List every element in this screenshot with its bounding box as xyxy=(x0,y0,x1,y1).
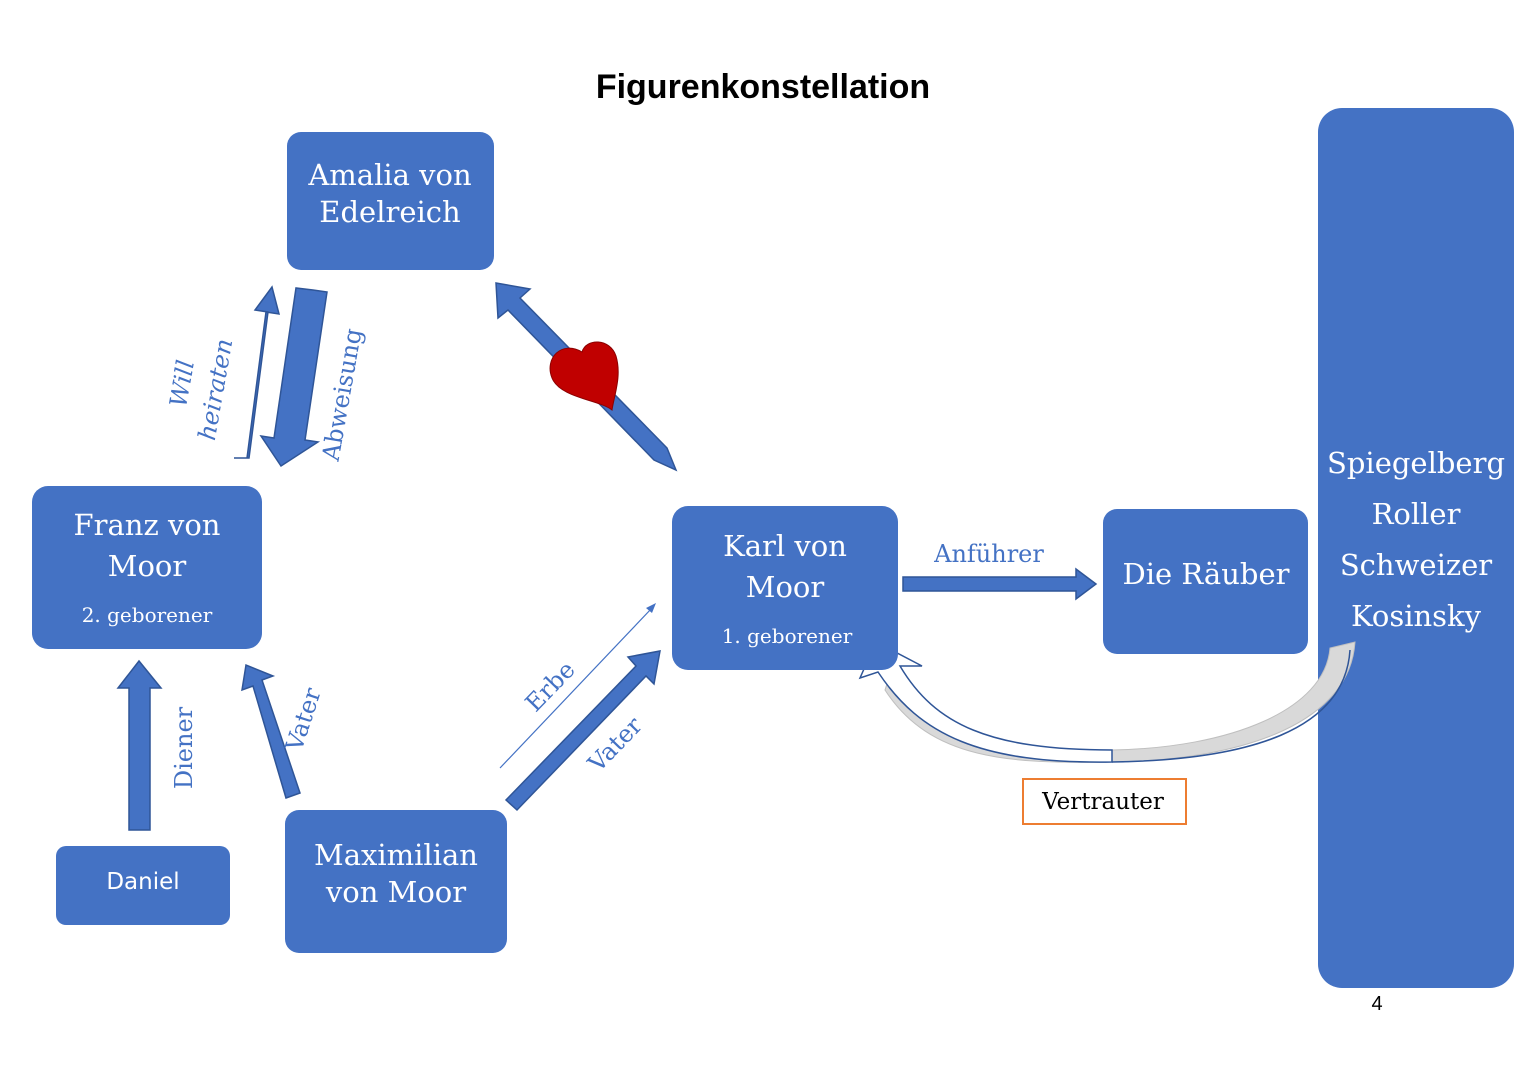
page-title: Figurenkonstellation xyxy=(596,68,930,106)
label-vater-franz: Vater xyxy=(280,684,327,756)
node-franz xyxy=(32,486,262,649)
gang-member-schweizer: Schweizer xyxy=(1340,548,1492,582)
node-karl-sub: 1. geborener xyxy=(722,624,853,648)
node-amalia-line2: Edelreich xyxy=(319,195,460,229)
node-gang-members xyxy=(1318,108,1514,988)
node-maximilian-line2: von Moor xyxy=(325,875,466,909)
node-maximilian-line1: Maximilian xyxy=(314,838,478,872)
arrow-will-heiraten xyxy=(234,285,281,459)
node-amalia xyxy=(287,132,494,270)
label-vertrauter: Vertrauter xyxy=(1041,789,1164,815)
node-franz-line2: Moor xyxy=(108,549,187,583)
node-amalia-line1: Amalia von xyxy=(307,158,471,192)
label-heiraten: heiraten xyxy=(193,337,238,443)
node-raeuber-label: Die Räuber xyxy=(1123,557,1290,591)
arrow-erbe xyxy=(499,603,656,769)
node-karl-line1: Karl von xyxy=(723,529,847,563)
gang-member-kosinsky: Kosinsky xyxy=(1351,599,1482,633)
label-diener: Diener xyxy=(170,706,198,789)
node-daniel xyxy=(56,846,230,925)
label-will-heiraten: Will heiraten xyxy=(164,337,238,443)
node-raeuber xyxy=(1103,509,1308,654)
label-vertrauter-box xyxy=(1022,778,1187,825)
node-maximilian xyxy=(285,810,507,953)
node-franz-sub: 2. geborener xyxy=(82,603,213,627)
node-franz-line1: Franz von xyxy=(74,508,221,542)
page-number: 4 xyxy=(1371,993,1382,1015)
gang-member-spiegelberg: Spiegelberg xyxy=(1327,446,1505,480)
label-will: Will xyxy=(164,358,200,409)
arrow-vater-karl xyxy=(504,650,661,812)
gang-member-roller: Roller xyxy=(1372,497,1461,531)
node-karl xyxy=(672,506,898,670)
arrow-vater-franz xyxy=(241,663,301,799)
heart-icon xyxy=(549,341,619,411)
arrow-diener xyxy=(116,659,163,831)
arrow-abweisung xyxy=(259,287,328,468)
label-abweisung: Abweisung xyxy=(317,326,368,464)
node-karl-line2: Moor xyxy=(746,570,825,604)
label-anfuehrer: Anführer xyxy=(933,540,1044,568)
arrow-anfuehrer xyxy=(902,567,1098,601)
vertrauter-curved-arrow xyxy=(858,640,1356,763)
label-erbe: Erbe xyxy=(520,656,581,718)
node-daniel-label: Daniel xyxy=(106,869,179,895)
